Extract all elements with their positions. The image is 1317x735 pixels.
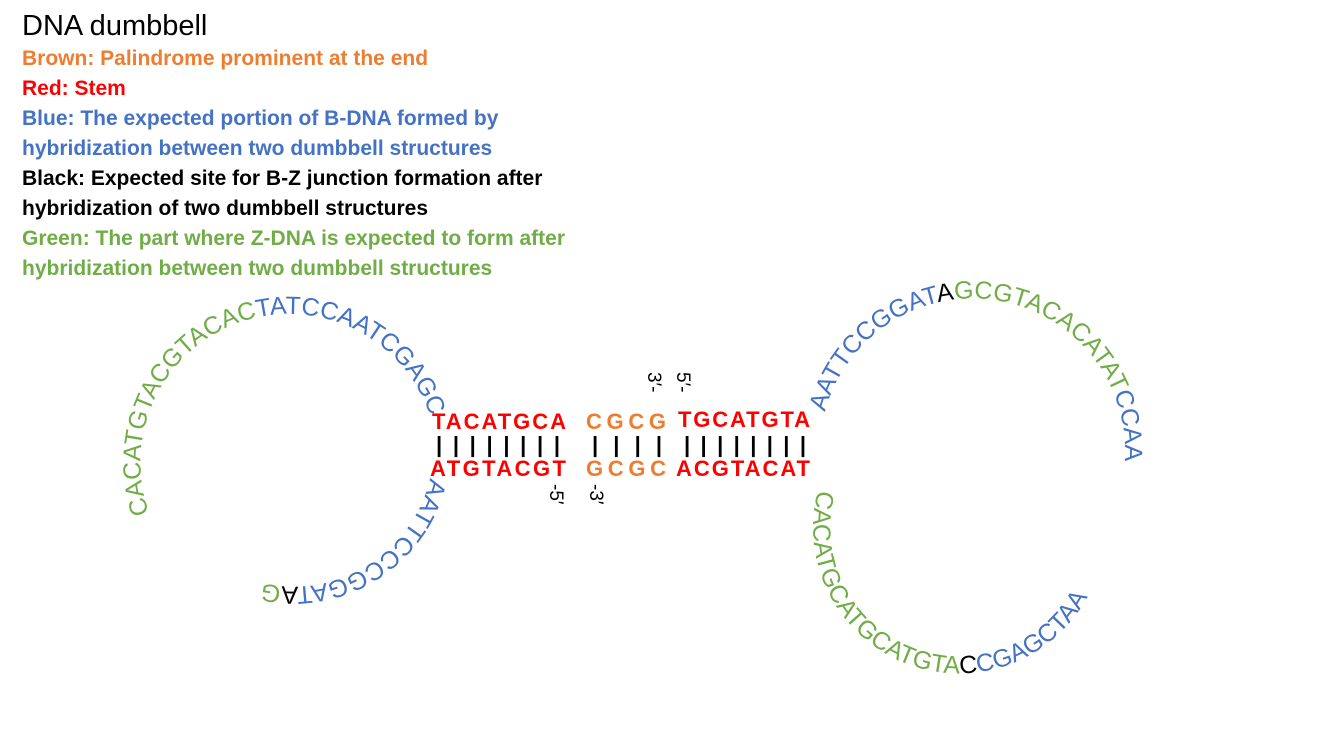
palindrome-top: CGCG [586,409,666,434]
loop-segment-black: A [934,278,956,309]
legend-line: Brown: Palindrome prominent at the end [22,47,429,70]
stem-bottom-left: ATGTACGT [430,456,567,481]
stem-bottom-right: ACGTACAT [676,456,811,481]
loop-segment-black: C [958,651,978,680]
legend-line: Red: Stem [22,77,126,100]
loop-segment-green: GCGTACACATAT [953,276,1133,395]
five-prime-bottom-label: -5′ [545,484,566,505]
loop-segment-blue: CCAA [1108,386,1147,462]
stem-bonds-right: |||||||| [684,432,806,457]
stem-bonds-left: |||||||| [436,432,560,457]
loop-segment-green: CACATGCATGCATGTA [807,489,961,680]
three-prime-top-label: 3′- [643,372,664,392]
loop-segment-green: ATGTACGTACAC [0,0,10,6]
loop-segment-black: C [0,0,9,6]
stem-top-left: TACATGCA [432,409,566,434]
legend-line: hybridization between two dumbbell struc… [22,257,493,280]
legend-line: hybridization between two dumbbell struc… [22,137,493,160]
three-prime-bottom-label: -3′ [585,484,606,505]
five-prime-top-label: 5′- [672,372,693,392]
loop-segment-black: A [281,580,299,608]
loop-segment-blue: AATTCCCGGAT [296,476,451,608]
loop-segment-blue: AATTCCGGAT [804,281,941,414]
loop-segment-green: CACATGTACGTACAC [118,296,259,520]
legend-line: Green: The part where Z-DNA is expected … [22,227,565,250]
legend-line: hybridization of two dumbbell structures [22,197,429,220]
legend: DNA dumbbell Brown: Palindrome prominent… [22,8,702,284]
loop-segment-blue: CGAGCTAA [974,585,1093,679]
diagram-title: DNA dumbbell [22,10,208,42]
legend-line: Black: Expected site for B-Z junction fo… [22,167,543,190]
left-loop-outer-sequence: CACATGTACGTACACTATCCAATCGAGCCCATGTACGTAC… [0,0,451,519]
legend-line: Blue: The expected portion of B-DNA form… [22,107,499,130]
stem-top-right: TGCATGTA [678,407,810,432]
right-loop-inner-sequence: CACATGCATGCATGTACCGAGCTAA [807,489,1093,680]
palindrome-bonds: |||| [592,432,662,457]
loop-segment-blue: TATCCAATCGAGCC [0,0,451,418]
palindrome-bottom: GCGC [586,456,666,481]
